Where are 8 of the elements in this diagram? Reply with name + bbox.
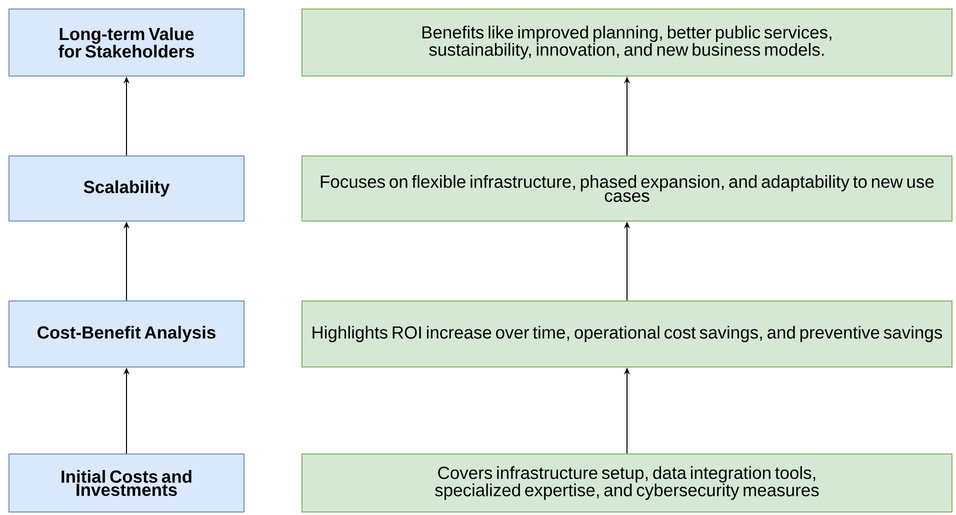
description-box: Focuses on flexible infrastructure, phased expansion, and adaptability to new use cases: [302, 156, 952, 222]
category-box: Long-term Value for Stakeholders: [8, 8, 244, 76]
category-box: Initial Costs and Investments: [8, 454, 244, 512]
description-box: Highlights ROI increase over time, operational cost savings, and preventive savings: [302, 300, 952, 368]
description-box: Covers infrastructure setup, data integration tools, specialized expertise, and cybersecurity measures: [302, 454, 952, 512]
category-box: Cost-Benefit Analysis: [8, 300, 244, 368]
description-box: Benefits like improved planning, better public services, sustainability, innovation, and new business models.: [302, 8, 952, 76]
category-box: Scalability: [8, 156, 244, 222]
